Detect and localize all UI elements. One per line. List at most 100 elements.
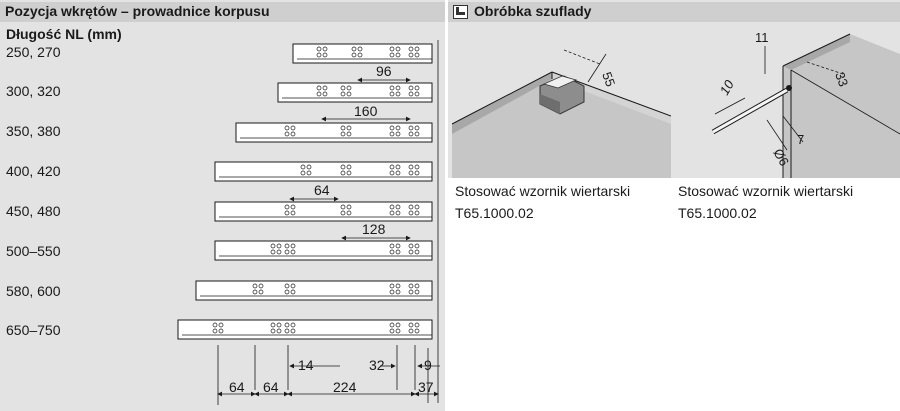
screw-hole — [414, 283, 420, 289]
screw-hole — [414, 328, 420, 334]
dim-224: 224 — [333, 379, 357, 395]
dim-10: 10 — [717, 77, 738, 98]
screw-hole — [389, 85, 395, 91]
dim-9: 9 — [424, 357, 432, 373]
screw-hole — [340, 131, 346, 137]
dim-64-b: 64 — [263, 379, 279, 395]
screw-hole — [408, 131, 414, 137]
screw-hole — [389, 204, 395, 210]
screw-hole — [290, 283, 296, 289]
drilling-panel-1: 55 — [452, 24, 671, 178]
screw-hole — [284, 131, 290, 137]
screw-hole — [395, 170, 401, 176]
screw-hole — [408, 249, 414, 255]
screw-hole — [414, 249, 420, 255]
drawer-processing-icon — [453, 5, 468, 19]
screw-hole — [252, 289, 258, 295]
dim-7: 7 — [797, 132, 804, 147]
screw-hole — [414, 52, 420, 58]
dim-160: 160 — [354, 103, 378, 119]
screw-hole — [258, 283, 264, 289]
screw-hole — [389, 164, 395, 170]
caption-2-line-2: T65.1000.02 — [678, 205, 757, 221]
screw-hole — [408, 283, 414, 289]
screw-hole — [408, 52, 414, 58]
screw-hole — [389, 91, 395, 97]
screw-hole — [389, 328, 395, 334]
screw-hole — [284, 289, 290, 295]
screw-hole — [408, 91, 414, 97]
length-label-1: 250, 270 — [6, 44, 61, 60]
runner-rail-4 — [214, 161, 433, 182]
screw-hole — [351, 52, 357, 58]
screw-hole — [414, 210, 420, 216]
screw-hole — [346, 210, 352, 216]
dim-32: 32 — [369, 357, 385, 373]
screw-hole — [395, 322, 401, 328]
runner-rail-2 — [277, 82, 433, 103]
screw-hole — [284, 243, 290, 249]
dim-64-a: 64 — [229, 379, 245, 395]
dim-96: 96 — [376, 63, 392, 79]
screw-hole — [414, 125, 420, 131]
screw-hole — [395, 283, 401, 289]
screw-hole — [340, 170, 346, 176]
screw-hole — [316, 52, 322, 58]
screw-hole — [276, 328, 282, 334]
screw-hole — [276, 243, 282, 249]
screw-hole — [408, 243, 414, 249]
screw-hole — [389, 283, 395, 289]
screw-hole — [395, 52, 401, 58]
screw-hole — [340, 164, 346, 170]
screw-hole — [408, 46, 414, 52]
screw-hole — [340, 85, 346, 91]
length-label-2: 300, 320 — [6, 83, 61, 99]
screw-hole — [389, 243, 395, 249]
screw-hole — [389, 125, 395, 131]
screw-hole — [395, 46, 401, 52]
screw-hole — [395, 249, 401, 255]
screw-hole — [340, 125, 346, 131]
length-label-8: 650–750 — [6, 322, 61, 338]
caption-2-line-1: Stosować wzornik wiertarski — [678, 183, 854, 199]
caption-1: Stosować wzornik wiertarski T65.1000.02 — [455, 180, 630, 224]
runner-rail-1 — [292, 43, 433, 64]
screw-hole — [212, 322, 218, 328]
caption-1-line-1: Stosować wzornik wiertarski — [455, 183, 631, 199]
screw-hole — [290, 322, 296, 328]
screw-hole — [290, 204, 296, 210]
screw-hole — [408, 289, 414, 295]
screw-hole — [284, 125, 290, 131]
screw-hole — [284, 328, 290, 334]
screw-hole — [414, 170, 420, 176]
dim-55: 55 — [599, 70, 618, 89]
screw-hole — [408, 210, 414, 216]
dim-11: 11 — [755, 30, 769, 45]
right-header: Obróbka szuflady — [448, 2, 900, 22]
screw-hole — [414, 91, 420, 97]
screw-hole — [389, 249, 395, 255]
screw-hole — [316, 46, 322, 52]
screw-hole — [346, 164, 352, 170]
screw-hole — [300, 164, 306, 170]
screw-hole — [340, 210, 346, 216]
screw-hole — [346, 170, 352, 176]
screw-hole — [322, 46, 328, 52]
screw-hole — [270, 243, 276, 249]
screw-hole — [290, 249, 296, 255]
screw-hole — [284, 204, 290, 210]
screw-hole — [212, 328, 218, 334]
screw-hole — [408, 170, 414, 176]
screw-hole — [414, 289, 420, 295]
screw-hole — [408, 328, 414, 334]
screw-hole — [395, 204, 401, 210]
screw-hole — [252, 283, 258, 289]
runner-rail-8 — [177, 319, 433, 340]
screw-hole — [306, 164, 312, 170]
screw-hole — [389, 52, 395, 58]
left-header: Pozycja wkrętów – prowadnice korpusu — [0, 2, 445, 22]
screw-hole — [395, 243, 401, 249]
length-label-3: 350, 380 — [6, 123, 61, 139]
length-label-7: 580, 600 — [6, 283, 61, 299]
screw-hole — [290, 243, 296, 249]
